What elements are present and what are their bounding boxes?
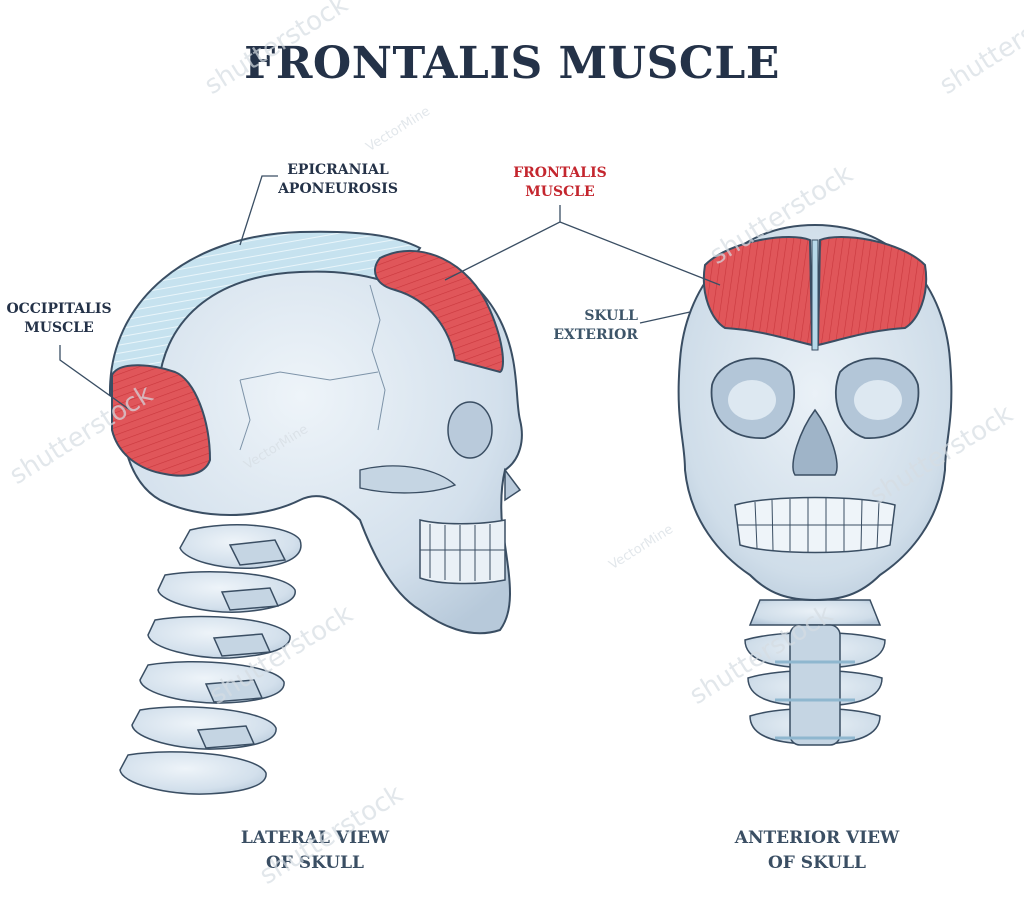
lateral-cervical-spine bbox=[119, 524, 302, 795]
caption-anterior-line1: ANTERIOR VIEW bbox=[734, 828, 900, 848]
caption-anterior-line2: OF SKULL bbox=[768, 853, 866, 873]
lateral-teeth bbox=[419, 519, 506, 585]
leader-frontalis-anterior bbox=[559, 221, 721, 286]
label-skull-line2: EXTERIOR bbox=[553, 327, 638, 343]
lateral-skull bbox=[108, 230, 523, 795]
leader-lines bbox=[59, 175, 721, 411]
lateral-frontalis-muscle bbox=[374, 249, 504, 374]
leader-skull-exterior bbox=[639, 311, 691, 324]
anterior-skull bbox=[677, 223, 953, 746]
anterior-cervical-spine bbox=[744, 599, 886, 746]
leader-epicranial bbox=[239, 175, 278, 246]
leader-occipitalis bbox=[59, 345, 131, 411]
page-title: FRONTALIS MUSCLE bbox=[244, 38, 780, 89]
anterior-frontalis-right-belly bbox=[816, 236, 928, 347]
label-epicranial-line2: APONEUROSIS bbox=[278, 181, 398, 197]
label-frontalis-line2: MUSCLE bbox=[525, 184, 595, 200]
caption-lateral-line1: LATERAL VIEW bbox=[240, 828, 390, 848]
lateral-eye-socket bbox=[447, 401, 493, 459]
label-skull-line1: SKULL bbox=[584, 308, 638, 324]
caption-anterior-view: ANTERIOR VIEW OF SKULL bbox=[712, 826, 922, 876]
label-occipitalis-line1: OCCIPITALIS bbox=[6, 301, 112, 317]
nasal-cavity bbox=[792, 408, 838, 476]
caption-lateral-line2: OF SKULL bbox=[266, 853, 364, 873]
anterior-frontalis-left-belly bbox=[702, 236, 814, 347]
leader-frontalis-lateral bbox=[444, 205, 561, 281]
occipitalis-muscle bbox=[111, 364, 212, 477]
label-frontalis-line1: FRONTALIS bbox=[513, 165, 607, 181]
caption-lateral-view: LATERAL VIEW OF SKULL bbox=[215, 826, 415, 876]
label-epicranial-aponeurosis: EPICRANIAL APONEUROSIS bbox=[278, 161, 398, 199]
epicranial-aponeurosis bbox=[108, 230, 422, 396]
label-occipitalis-muscle: OCCIPITALIS MUSCLE bbox=[0, 300, 118, 338]
label-frontalis-muscle: FRONTALIS MUSCLE bbox=[505, 164, 615, 202]
label-skull-exterior: SKULL EXTERIOR bbox=[540, 307, 638, 345]
label-occipitalis-line2: MUSCLE bbox=[24, 320, 94, 336]
label-epicranial-line1: EPICRANIAL bbox=[287, 162, 389, 178]
